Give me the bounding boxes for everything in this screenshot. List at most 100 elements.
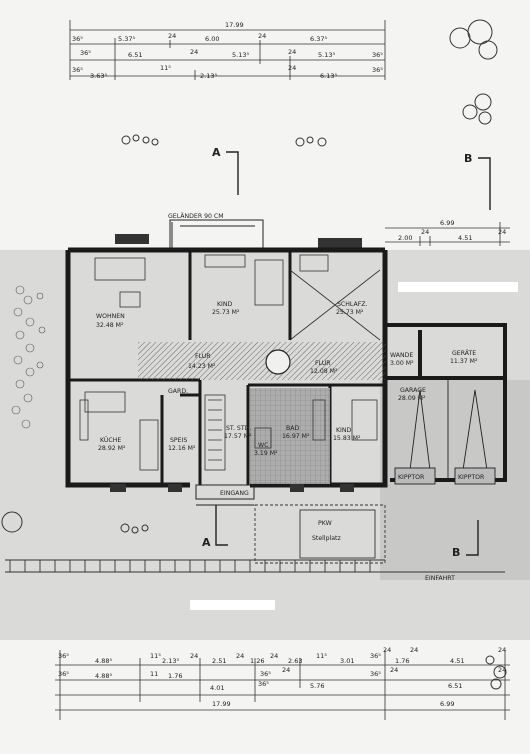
wardrobe-label: GARD. (168, 388, 188, 395)
svg-text:5.13⁵: 5.13⁵ (232, 51, 249, 59)
room-wc-name: WC (258, 442, 268, 449)
room-geraete-area: 11.37 M² (450, 358, 478, 365)
room-kind1-name: KIND (217, 301, 233, 308)
room-garage-area: 28.09 M² (398, 395, 426, 402)
room-bad-area: 16.97 M² (282, 433, 310, 440)
svg-text:24: 24 (498, 666, 506, 674)
svg-text:24: 24 (168, 32, 176, 40)
svg-text:36⁵: 36⁵ (258, 680, 269, 688)
svg-text:24: 24 (258, 32, 266, 40)
dim-bottom-total: 17.99 (212, 700, 231, 708)
room-std-name: ST. STD. (226, 425, 251, 432)
railing-label: GELÄNDER 90 CM (168, 211, 224, 220)
svg-text:4.88⁵: 4.88⁵ (95, 657, 112, 665)
svg-text:24: 24 (236, 652, 244, 660)
section-label-a-bottom: A (202, 536, 211, 549)
svg-text:24: 24 (421, 228, 429, 236)
room-flur-area: 14.23 M² (188, 363, 216, 370)
furniture (79, 254, 381, 471)
svg-text:24: 24 (383, 646, 391, 654)
room-kind1-area: 25.73 M² (212, 309, 240, 316)
window-marks-bottom (110, 484, 354, 492)
svg-text:11: 11 (150, 670, 158, 678)
svg-text:36⁵: 36⁵ (58, 670, 69, 678)
room-wc-area: 3.19 M² (254, 450, 278, 457)
svg-text:5.13⁵: 5.13⁵ (318, 51, 335, 59)
svg-text:4.51: 4.51 (450, 657, 464, 665)
svg-text:24: 24 (190, 652, 198, 660)
svg-text:36⁵: 36⁵ (370, 652, 381, 660)
svg-text:36⁵: 36⁵ (372, 66, 383, 74)
svg-text:1.76: 1.76 (168, 672, 182, 680)
room-wohnen-name: WOHNEN (96, 313, 125, 320)
window-marks-top (115, 234, 362, 248)
room-kind2-area: 15.83 M² (333, 435, 361, 442)
svg-text:6.51: 6.51 (448, 682, 462, 690)
tree-symbols (1, 19, 507, 690)
section-marker-a-bottom (215, 505, 228, 546)
svg-text:24: 24 (282, 666, 290, 674)
garage-door-right: KIPPTOR (458, 474, 485, 481)
bottom-dimension-texts: 36⁵ 4.88⁵ 11⁵ 2.13⁵ 24 2.51 24 1.26 24 2… (58, 646, 506, 708)
room-speis-name: SPEIS (170, 437, 187, 444)
garage-interior (394, 380, 496, 485)
balcony (169, 219, 264, 251)
section-label-b-top: B (464, 152, 472, 165)
room-wandschrank-name: WANDE (390, 352, 413, 359)
garage-door-left: KIPPTOR (398, 474, 425, 481)
svg-text:4.51: 4.51 (458, 234, 472, 242)
svg-text:24: 24 (288, 48, 296, 56)
room-speis-area: 12.16 M² (168, 445, 196, 452)
svg-text:24: 24 (288, 64, 296, 72)
svg-text:2.13⁵: 2.13⁵ (200, 72, 217, 80)
svg-text:5.76: 5.76 (310, 682, 324, 690)
svg-text:11⁵: 11⁵ (160, 64, 171, 72)
room-wohnen-area: 32.48 M² (96, 322, 124, 329)
svg-text:4.88⁵: 4.88⁵ (95, 672, 112, 680)
room-labels: WOHNEN 32.48 M² KIND 25.73 M² SCHLAFZ. 2… (96, 301, 478, 457)
room-flur2-name: FLUR (315, 360, 331, 367)
svg-text:24: 24 (190, 48, 198, 56)
room-garage-name: GARAGE (400, 387, 426, 394)
svg-text:36⁵: 36⁵ (72, 66, 83, 74)
garage-walls (385, 323, 507, 482)
svg-text:36⁵: 36⁵ (370, 670, 381, 678)
right-dimension-lines (385, 222, 510, 246)
driveway (5, 559, 505, 573)
svg-text:3.01: 3.01 (340, 657, 354, 665)
room-std-area: 17.57 M² (224, 433, 252, 440)
room-wandschrank-area: 3.00 M² (390, 360, 414, 367)
parking-sublabel: Stellplatz (312, 535, 341, 542)
svg-text:3.63⁵: 3.63⁵ (90, 72, 107, 80)
section-marker-b-bottom (466, 520, 479, 556)
section-marker-a-top (226, 151, 239, 195)
svg-text:6.37⁵: 6.37⁵ (310, 35, 327, 43)
svg-text:24: 24 (270, 652, 278, 660)
svg-text:24: 24 (410, 646, 418, 654)
redaction-box-lower (190, 600, 275, 610)
room-flur-name: FLUR (195, 353, 211, 360)
svg-text:4.01: 4.01 (210, 684, 224, 692)
parking-label: PKW (318, 520, 332, 527)
svg-text:6.99: 6.99 (440, 219, 454, 227)
svg-text:2.00: 2.00 (398, 234, 412, 242)
driveway-label: EINFAHRT (425, 575, 455, 582)
svg-text:6.51: 6.51 (128, 51, 142, 59)
svg-text:24: 24 (498, 646, 506, 654)
svg-text:36⁵: 36⁵ (72, 35, 83, 43)
svg-text:6.13⁵: 6.13⁵ (320, 72, 337, 80)
parking-area (254, 504, 386, 564)
svg-text:36⁵: 36⁵ (58, 652, 69, 660)
section-label-a-top: A (212, 146, 221, 159)
hallway-hatch (138, 342, 386, 380)
svg-text:24: 24 (498, 228, 506, 236)
section-marker-b-top (478, 157, 491, 210)
room-kueche-name: KÜCHE (100, 435, 121, 444)
room-flur2-area: 12.08 M² (310, 368, 338, 375)
top-dimension-texts: 17.99 36⁵ 5.37⁵ 24 6.00 24 6.37⁵ 36⁵ 6.5… (72, 21, 383, 80)
svg-text:2.51: 2.51 (212, 657, 226, 665)
entrance (195, 484, 255, 506)
room-schlaf-area: 25.73 M² (336, 309, 364, 316)
room-kueche-area: 28.92 M² (98, 445, 126, 452)
